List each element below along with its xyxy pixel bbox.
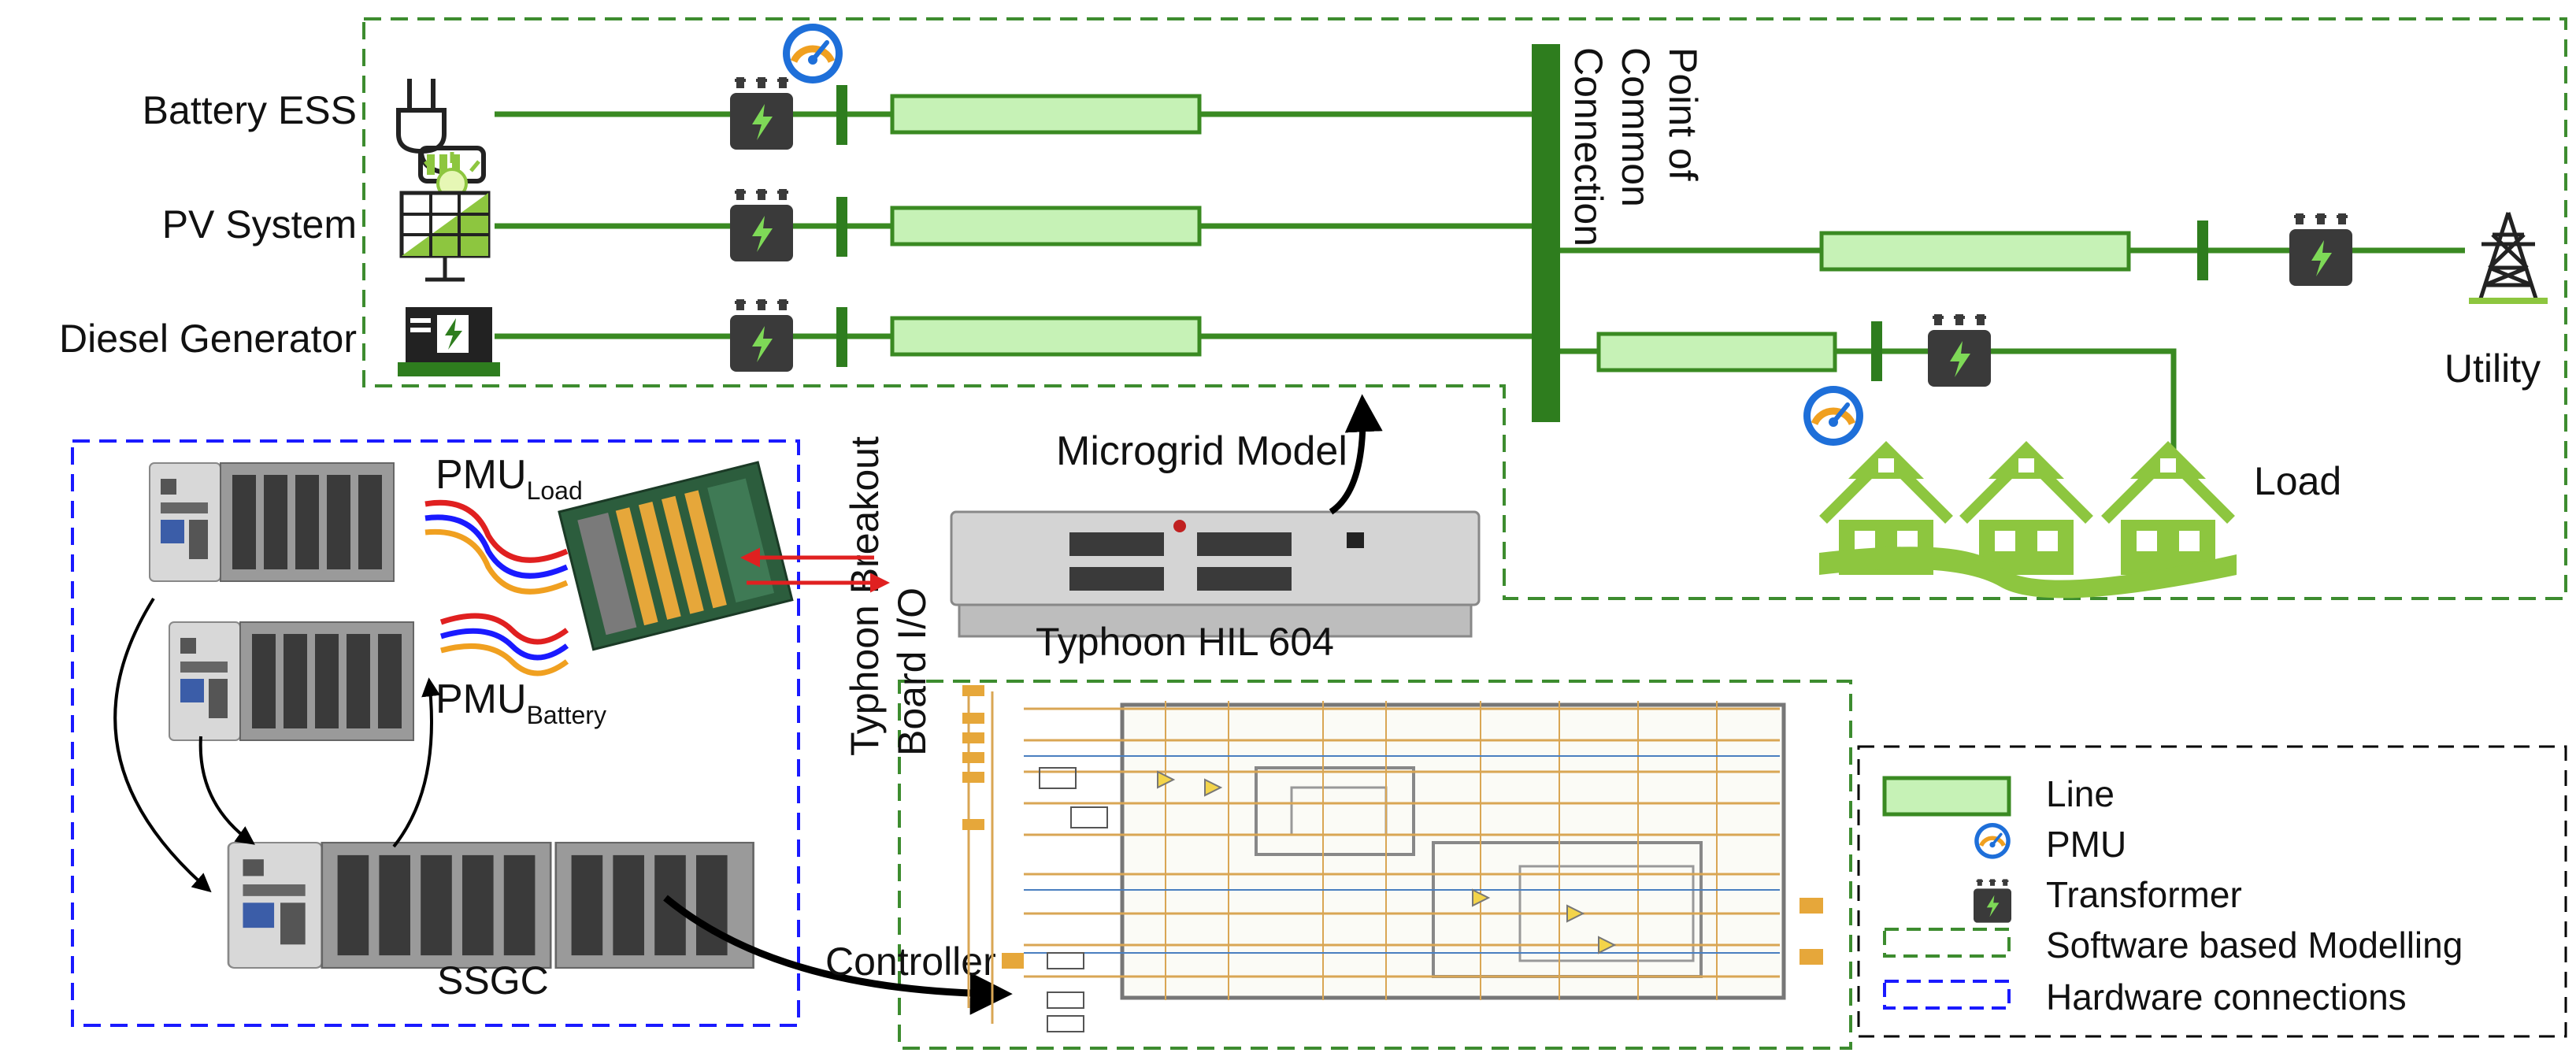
pmu-load-label: PMULoad xyxy=(436,452,583,505)
utility-tower-icon xyxy=(2469,212,2548,304)
pmu-battery-main: PMU xyxy=(436,676,527,722)
pmu-load-device xyxy=(149,462,395,582)
battery-ess-label: Battery ESS xyxy=(143,88,357,132)
breakout-label-line2: Board I/O xyxy=(890,587,934,756)
pmu-load-sub: Load xyxy=(527,476,583,505)
software-region-controller xyxy=(898,680,1852,1050)
legend-pmu-icon xyxy=(1974,823,2011,859)
controller-label: Controller xyxy=(825,940,996,984)
feeder-battery xyxy=(495,85,1534,145)
pcc-label-line2: Common xyxy=(1614,47,1658,207)
breakout-label-line1: Typhoon Breakout xyxy=(843,436,887,756)
controller-arrow xyxy=(663,895,1013,1015)
legend-hardware-swatch xyxy=(1883,980,2011,1010)
pmu-gauge-icon xyxy=(783,24,843,83)
pcc-label-line3: Connection xyxy=(1566,47,1610,246)
diesel-generator-label: Diesel Generator xyxy=(59,317,357,361)
legend-line-swatch xyxy=(1882,776,2011,817)
hw-arrow-ssgc-to-battery xyxy=(392,677,441,848)
pv-panel-icon xyxy=(399,152,491,282)
transformer-icon xyxy=(2289,213,2352,286)
software-region-top xyxy=(362,17,2567,600)
feeder-diesel xyxy=(495,307,1534,367)
pmu-load-main: PMU xyxy=(436,452,527,498)
pmu-battery-sub: Battery xyxy=(527,701,606,729)
signal-wires-battery xyxy=(439,613,569,676)
typhoon-hil-device xyxy=(950,510,1481,638)
battery-plug-icon xyxy=(396,79,486,183)
feeder-pv xyxy=(495,197,1534,257)
transformer-icon xyxy=(730,189,793,261)
controller-block-diagram xyxy=(962,685,1823,1032)
pmu-battery-device xyxy=(169,621,414,741)
pcc-bus xyxy=(1532,44,1560,422)
pv-system-label: PV System xyxy=(162,202,357,246)
microgrid-model-arrow xyxy=(1329,394,1383,515)
transformer-icon xyxy=(1928,314,1991,387)
legend-line-label: Line xyxy=(2046,773,2115,814)
legend-software-swatch xyxy=(1883,928,2011,958)
diesel-generator-icon xyxy=(398,307,500,376)
pmu-battery-label: PMUBattery xyxy=(436,676,606,729)
pmu-gauge-icon xyxy=(1803,386,1863,446)
transformer-icon xyxy=(730,299,793,372)
transformer-icon xyxy=(730,77,793,150)
hw-arrow-battery-to-ssgc xyxy=(198,736,255,845)
legend-hardware-label: Hardware connections xyxy=(2046,977,2407,1017)
legend-box xyxy=(1857,745,2567,1038)
pcc-label-line1: Point of xyxy=(1661,47,1705,181)
hardware-region xyxy=(71,439,800,1027)
load-label: Load xyxy=(2254,459,2341,503)
feeder-load xyxy=(1560,321,2177,457)
utility-label: Utility xyxy=(2444,347,2541,391)
breakout-label: Typhoon Breakout Board I/O xyxy=(843,436,934,756)
microgrid-model-label: Microgrid Model xyxy=(1056,428,1347,474)
typhoon-hil-label: Typhoon HIL 604 xyxy=(1036,620,1334,664)
ssgc-device xyxy=(227,841,754,969)
signal-wires-load xyxy=(424,499,569,595)
legend-transformer-icon xyxy=(1974,879,2011,923)
legend-pmu-label: PMU xyxy=(2046,824,2126,865)
load-houses-icon xyxy=(1819,441,2237,599)
breakout-board xyxy=(558,461,794,651)
pcc-label: Point of Common Connection xyxy=(1566,47,1705,246)
legend-transformer-label: Transformer xyxy=(2046,874,2242,915)
ssgc-label: SSGC xyxy=(437,958,549,1003)
legend-software-label: Software based Modelling xyxy=(2046,925,2463,965)
hw-arrow-load-to-ssgc xyxy=(113,597,212,893)
